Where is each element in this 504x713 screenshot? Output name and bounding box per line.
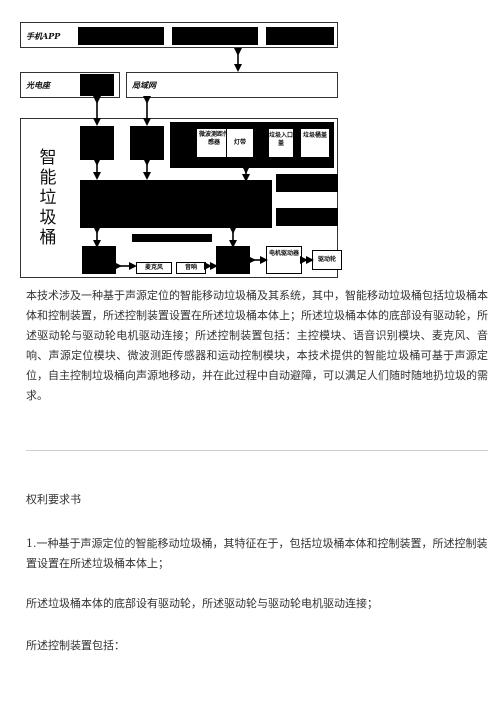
- light-module: [226, 128, 254, 158]
- right-block-2: [276, 208, 338, 226]
- inlet-module: [268, 128, 294, 158]
- divider: [26, 450, 488, 451]
- main-controller-block: [80, 180, 272, 228]
- motor-box: [266, 246, 302, 274]
- app-block-3: [266, 27, 334, 45]
- claims-heading: 权利要求书: [26, 493, 81, 506]
- app-label: 手机APP: [26, 31, 61, 41]
- microwave-label: 微波测距传感器: [198, 131, 229, 146]
- claim-1-paragraph-3: 所述控制装置包括：: [26, 639, 125, 652]
- abstract-text: 本技术涉及一种基于声源定位的智能移动垃圾桶及其系统，其中，智能移动垃圾桶包括垃圾…: [26, 289, 488, 402]
- speaker-label: 音响: [184, 264, 197, 271]
- app-block-2: [172, 27, 258, 45]
- inlet-label: 垃圾入口盖: [269, 132, 294, 147]
- bottom-left-block: [82, 246, 116, 274]
- light-label: 灯带: [233, 139, 246, 146]
- optical-label: 光电座: [26, 80, 50, 90]
- motor-label: 电机驱动器: [268, 250, 299, 257]
- lan-label: 局域网: [132, 80, 156, 90]
- app-block-1: [78, 27, 164, 45]
- system-block-diagram: 手机APP 光电座 局域网 智 能 垃 圾 桶 .side { top: 126…: [20, 22, 360, 280]
- sound-bar: [132, 234, 212, 242]
- outlet-label: 垃圾桶盖: [302, 132, 327, 139]
- claim-1-paragraph-2: 所述垃圾桶本体的底部设有驱动轮，所述驱动轮与驱动轮电机驱动连接；: [26, 597, 378, 610]
- wheel-label: 驱动轮: [317, 256, 336, 263]
- lan-row: [126, 72, 338, 98]
- left-upper-block: [80, 126, 114, 160]
- claim-1-text: 1.一种基于声源定位的智能移动垃圾桶，其特征在于，包括垃圾桶本体和控制装置，所述…: [26, 537, 488, 570]
- middle-upper-block: [130, 126, 164, 160]
- mic-label: 麦克风: [144, 264, 163, 271]
- optical-block: [80, 74, 114, 96]
- side-title: 智 能 垃 圾 桶: [39, 148, 57, 248]
- diagram-arrows: [93, 48, 314, 270]
- right-block-1: [276, 174, 338, 192]
- bottom-middle-block: [216, 246, 250, 274]
- outlet-module: [300, 128, 330, 158]
